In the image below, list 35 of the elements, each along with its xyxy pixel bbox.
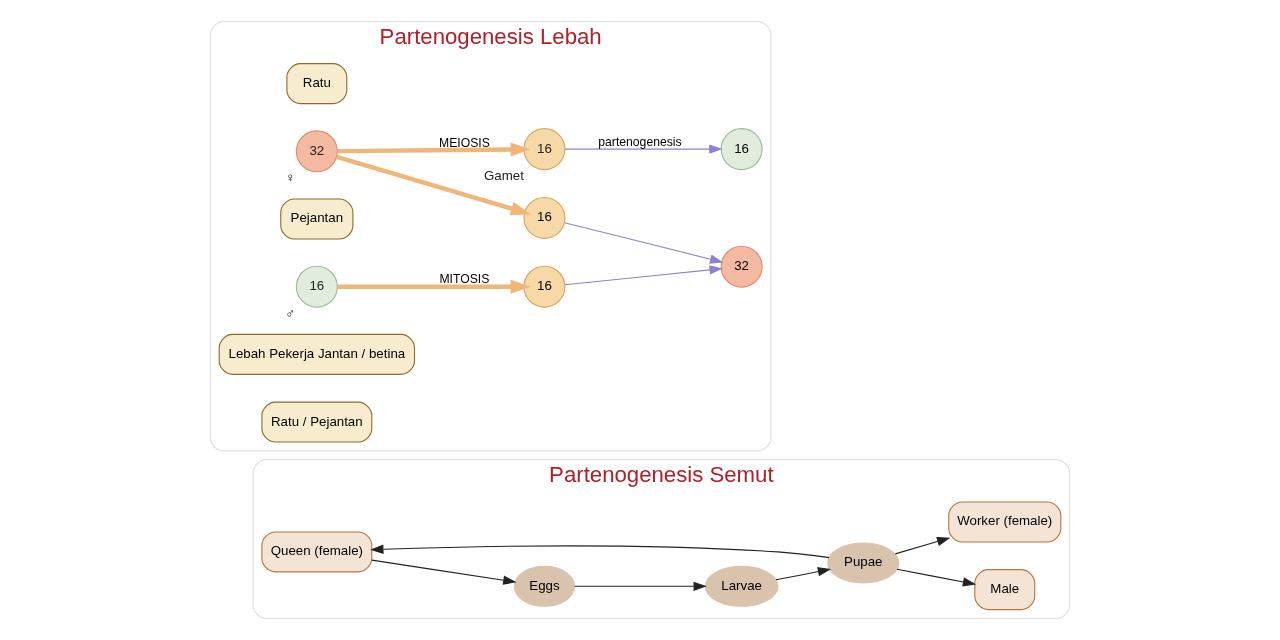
arrow xyxy=(896,568,977,587)
node-label: Gamet xyxy=(483,168,524,184)
node-label: ♀ xyxy=(285,170,296,186)
node-label: ♂ xyxy=(285,305,296,321)
arrow xyxy=(564,222,724,264)
node-circle: 32 xyxy=(720,245,763,288)
node-box: Worker (female) xyxy=(948,501,1062,543)
node-box: Ratu xyxy=(286,63,348,105)
node-ellipse: Eggs xyxy=(513,565,576,607)
arrow xyxy=(336,154,531,216)
node-circle: 16 xyxy=(523,128,566,171)
arrow xyxy=(574,581,707,591)
node-circle: 16 xyxy=(523,196,566,239)
node-ellipse: Pupae xyxy=(827,542,900,584)
node-circle: 16 xyxy=(523,265,566,308)
node-box: Queen (female) xyxy=(261,531,373,573)
arrow xyxy=(894,536,951,555)
arrow xyxy=(564,265,723,286)
arrow xyxy=(564,144,723,154)
node-ellipse: Larvae xyxy=(704,565,779,607)
node-box: Lebah Pekerja Jantan / betina xyxy=(218,333,416,375)
edge-label: partenogenesis xyxy=(598,134,682,149)
arrow xyxy=(775,567,832,581)
arrow xyxy=(371,559,517,585)
arrow xyxy=(370,544,830,559)
node-box: Male xyxy=(974,569,1036,611)
edge-label: MEIOSIS xyxy=(439,135,490,150)
edge-label: MITOSIS xyxy=(439,272,490,287)
arrow xyxy=(337,279,531,294)
node-circle: 16 xyxy=(295,265,338,308)
node-box: Pejantan xyxy=(280,198,354,240)
node-box: Ratu / Pejantan xyxy=(261,401,373,443)
arrow xyxy=(337,142,531,157)
node-circle: 16 xyxy=(720,128,763,171)
node-circle: 32 xyxy=(295,130,338,173)
